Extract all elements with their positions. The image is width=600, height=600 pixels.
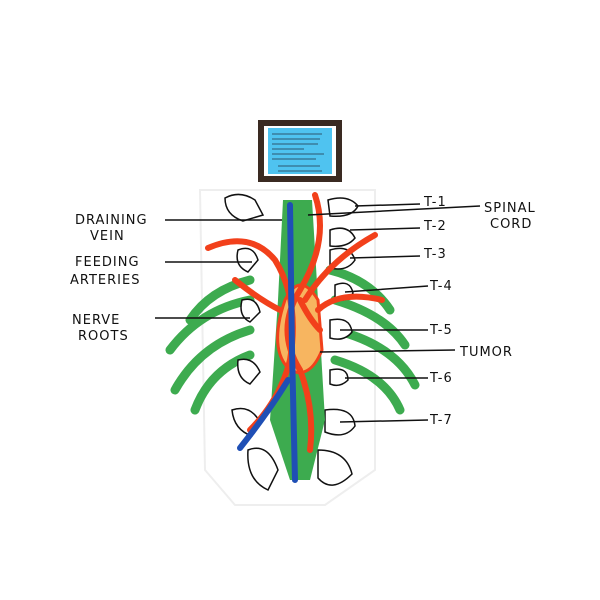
leader-lines <box>155 203 481 423</box>
label-cord: CORD <box>490 217 532 232</box>
label-arteries: ARTERIES <box>70 273 140 288</box>
label-t3: T-3 <box>423 247 447 262</box>
draining-vein <box>237 202 298 483</box>
label-nerve: NERVE <box>72 313 120 328</box>
label-t7: T-7 <box>429 413 453 428</box>
label-t4: T-4 <box>429 279 453 294</box>
label-tumor: TUMOR <box>459 345 513 360</box>
label-feeding: FEEDING <box>75 255 140 270</box>
label-t6: T-6 <box>429 371 453 386</box>
label-vein: VEIN <box>90 229 125 244</box>
label-t5: T-5 <box>429 323 453 338</box>
label-t2: T-2 <box>423 219 447 234</box>
label-spinal: SPINAL <box>484 201 536 216</box>
label-roots: ROOTS <box>78 329 129 344</box>
label-t1: T-1 <box>423 195 447 210</box>
framed-note <box>258 120 342 182</box>
label-draining: DRAINING <box>75 213 148 228</box>
